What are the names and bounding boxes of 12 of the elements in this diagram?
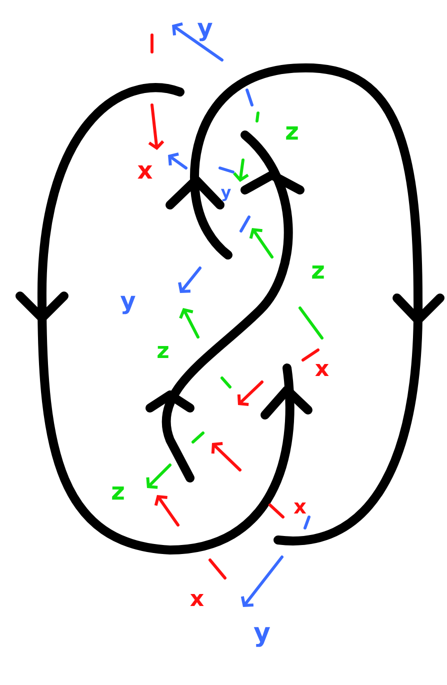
variable-label: x bbox=[315, 364, 329, 376]
variable-label: z bbox=[286, 126, 298, 140]
variable-label: y bbox=[120, 296, 136, 314]
variable-label: x bbox=[190, 594, 204, 606]
variable-label: z bbox=[112, 486, 124, 500]
variable-label: y bbox=[254, 627, 270, 647]
variable-label: y bbox=[197, 22, 212, 42]
variable-label: z bbox=[158, 346, 168, 358]
variable-label: x bbox=[294, 502, 306, 514]
variable-label: y bbox=[220, 188, 231, 202]
variable-label: x bbox=[138, 165, 152, 179]
variable-label: z bbox=[312, 265, 324, 279]
